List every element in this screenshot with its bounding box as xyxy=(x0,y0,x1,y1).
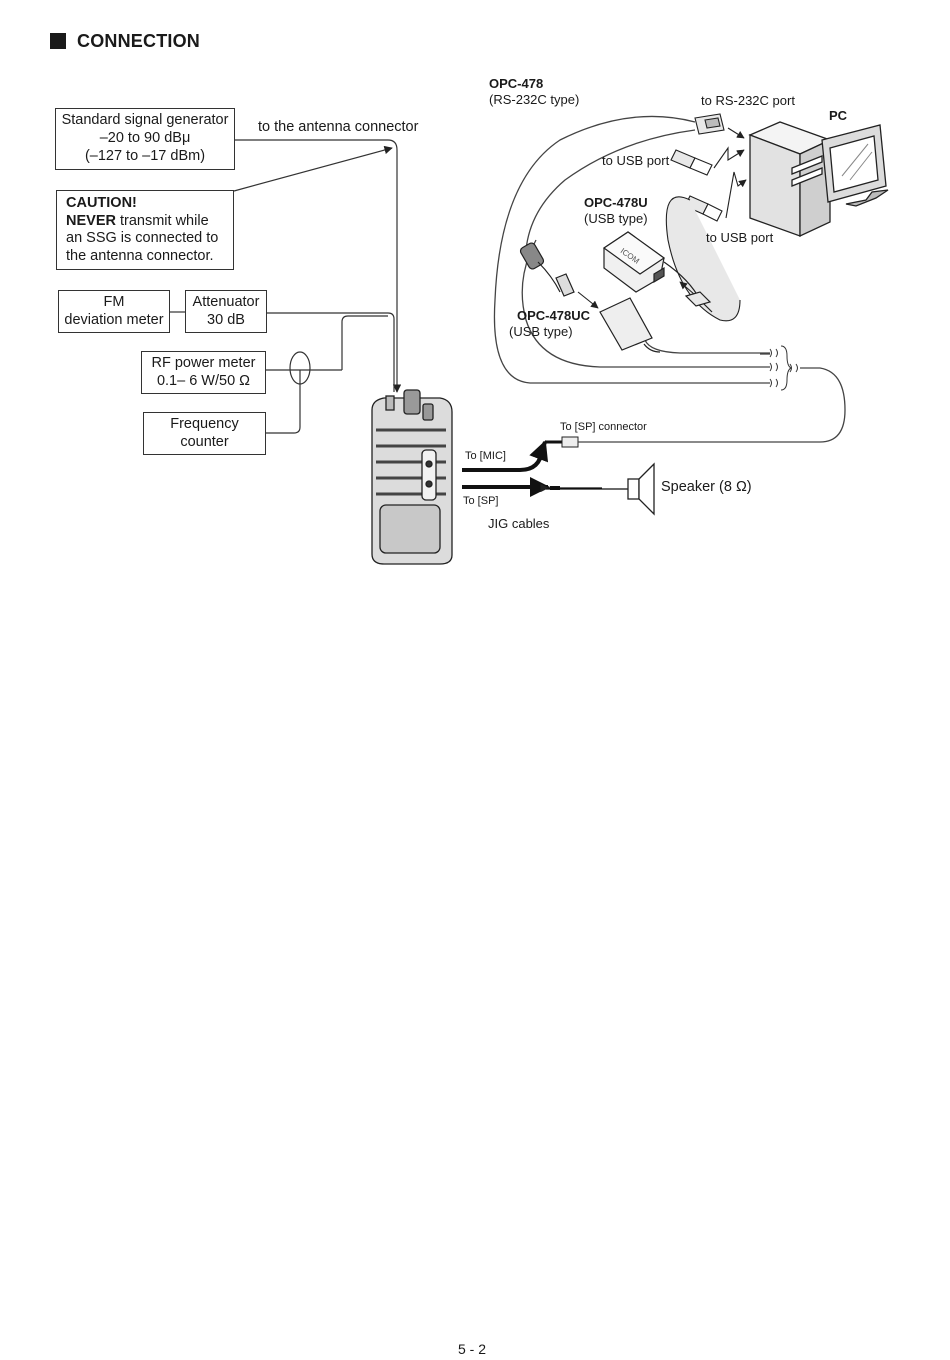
freq-counter-line-2: counter xyxy=(180,434,229,450)
opc478uc-label: OPC-478UC xyxy=(517,308,590,323)
fm-deviation-meter-box: FM deviation meter xyxy=(58,290,170,333)
usb-lightning-arrows xyxy=(713,146,747,219)
pc-label: PC xyxy=(829,108,848,123)
to-mic-label: To [MIC] xyxy=(465,450,506,462)
freq-counter-line-1: Frequency xyxy=(170,416,239,432)
caution-line-2: an SSG is connected to xyxy=(66,230,219,246)
monitor-icon xyxy=(821,124,889,207)
usb-box-arrow xyxy=(679,281,695,295)
jig-cables xyxy=(462,440,560,497)
sp-connector-label: To [SP] connector xyxy=(560,421,647,433)
caution-pointer-line xyxy=(233,145,393,192)
ssg-line-3: (–127 to –17 dBm) xyxy=(84,148,206,164)
rs232-arrow xyxy=(727,127,745,139)
rf-meter-line-1: RF power meter xyxy=(151,355,256,371)
rf-meter-line-2: 0.1– 6 W/50 Ω xyxy=(156,373,251,389)
ssg-line-2: –20 to 90 dBμ xyxy=(99,130,191,146)
fm-meter-line-2: deviation meter xyxy=(64,312,164,328)
programming-cable-loops xyxy=(493,115,846,443)
attenuator-wiring xyxy=(170,311,395,434)
sp-connector-plug xyxy=(561,436,579,448)
caution-line-1-rest: transmit while xyxy=(115,212,209,229)
caution-title: CAUTION! xyxy=(66,195,137,211)
pc-tower-icon xyxy=(748,121,832,238)
usb-port-label-2: to USB port xyxy=(706,230,774,245)
opc478-type-label: (RS-232C type) xyxy=(489,92,580,107)
opc478u-type-label: (USB type) xyxy=(584,211,648,226)
db9-connector-icon xyxy=(694,113,725,135)
usb-plug-icon xyxy=(670,149,713,176)
opc478u-label: OPC-478U xyxy=(584,195,648,210)
heading-marker xyxy=(50,33,66,49)
usb-interface-box-icon xyxy=(602,231,713,313)
opc478-label: OPC-478 xyxy=(489,76,544,91)
to-sp-label: To [SP] xyxy=(463,495,499,507)
radio-transceiver-icon xyxy=(371,389,453,565)
attenuator-box: Attenuator 30 dB xyxy=(185,290,267,333)
opc478uc-type-label: (USB type) xyxy=(509,324,573,339)
ssg-line-1: Standard signal generator xyxy=(61,112,229,128)
opc478uc-cable-icon xyxy=(519,242,661,353)
caution-never: NEVER xyxy=(66,212,116,229)
speaker-icon xyxy=(627,462,655,516)
opc478uc-arrow xyxy=(577,291,599,309)
caution-box: CAUTION! NEVER transmit while an SSG is … xyxy=(56,190,234,270)
rf-power-meter-box: RF power meter 0.1– 6 W/50 Ω xyxy=(141,351,266,394)
speaker-label: Speaker (8 Ω) xyxy=(661,479,752,495)
antenna-connector-label: to the antenna connector xyxy=(258,119,419,135)
attenuator-line-2: 30 dB xyxy=(207,312,245,328)
ssg-to-antenna-line xyxy=(235,139,402,393)
cable-break-marks xyxy=(769,345,798,391)
standard-signal-generator-box: Standard signal generator –20 to 90 dBμ … xyxy=(55,108,235,170)
jig-cables-label: JIG cables xyxy=(488,516,550,531)
rs232-port-label: to RS-232C port xyxy=(701,93,795,108)
caution-line-3: the antenna connector. xyxy=(66,247,214,264)
section-title: CONNECTION xyxy=(77,31,200,51)
attenuator-line-1: Attenuator xyxy=(192,294,260,310)
page-number: 5 - 2 xyxy=(458,1341,487,1357)
frequency-counter-box: Frequency counter xyxy=(143,412,266,455)
fm-meter-line-1: FM xyxy=(103,294,125,310)
current-probe-loop xyxy=(289,351,311,385)
usb-port-label-1: to USB port xyxy=(602,153,670,168)
caution-line-1: NEVER transmit while xyxy=(66,213,233,231)
